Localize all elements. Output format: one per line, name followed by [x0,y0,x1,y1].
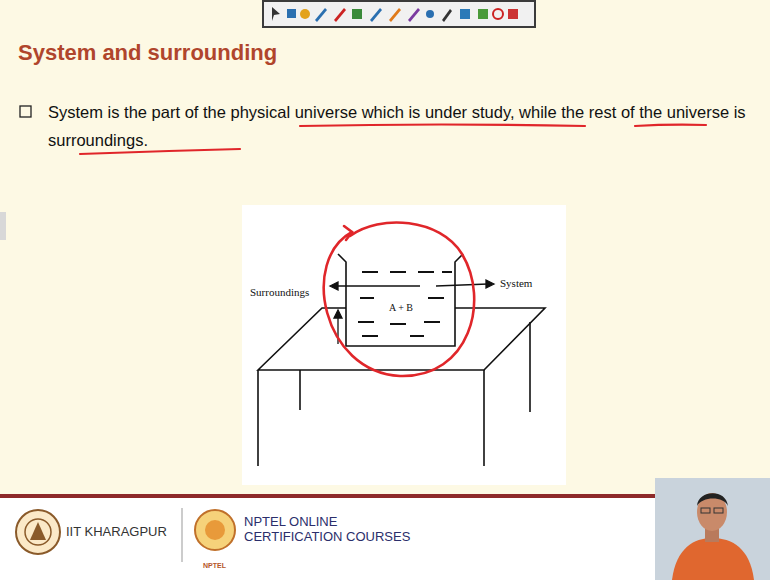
leader-arrow [330,280,494,344]
logo-caption: NPTEL [203,562,226,569]
surroundings-label: Surroundings [250,286,309,298]
bullet-text: System is the part of the physical unive… [48,98,764,154]
diagram-panel [242,205,566,485]
slide-title: System and surrounding [18,40,277,66]
course-name: NPTEL ONLINE CERTIFICATION COURSES [244,514,416,544]
side-tab [0,212,6,240]
nptel-logo [195,510,235,550]
footer-band [0,498,770,580]
iit-logo [16,510,60,554]
annotation-toolbar [262,0,536,28]
bullet-square [20,106,31,117]
mixture-label: A + B [384,302,418,313]
pen-underline [80,125,706,155]
beaker-drawing [338,254,463,346]
footer-divider [182,508,183,562]
institute-name: IIT KHARAGPUR [66,524,167,539]
presenter-video [655,478,770,580]
pen-circle [324,222,474,376]
footer-rule [0,494,770,498]
system-label: System [500,277,532,289]
